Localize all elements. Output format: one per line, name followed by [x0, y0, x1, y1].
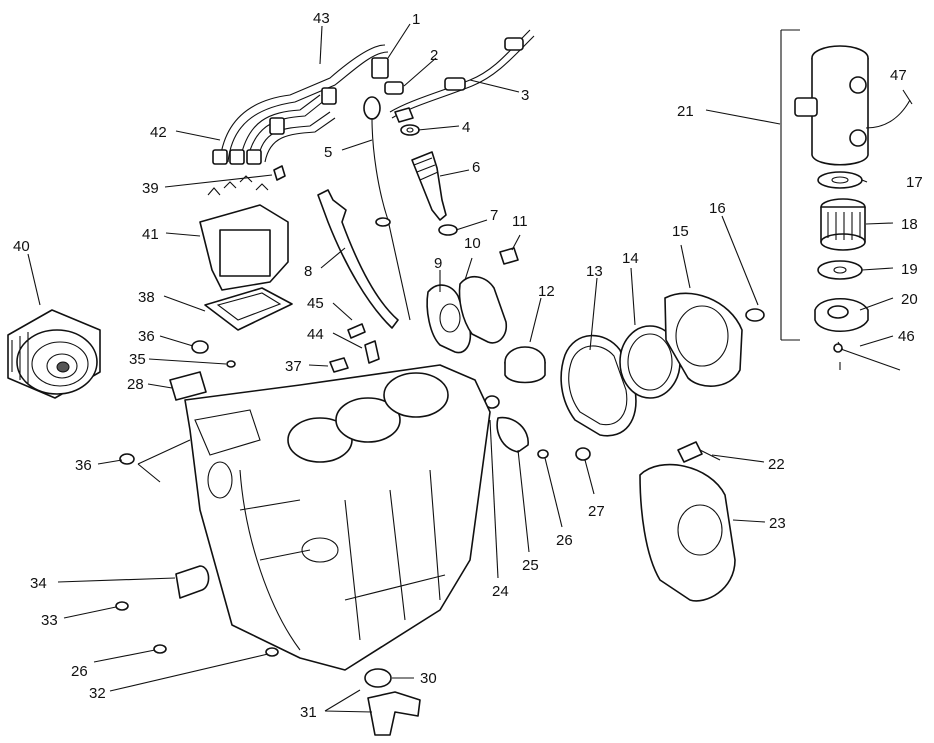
callout-22: 22	[768, 456, 785, 473]
callout-24: 24	[492, 583, 509, 600]
callout-6: 6	[472, 159, 480, 176]
injector-part	[400, 124, 458, 236]
callout-25: 25	[522, 557, 539, 574]
injection-pipes-part	[212, 44, 389, 165]
callout-35: 35	[129, 351, 146, 368]
callout-19: 19	[901, 261, 918, 278]
callout-17: 17	[906, 174, 923, 191]
dipstick-guide-part	[317, 189, 399, 329]
callout-45: 45	[307, 295, 324, 312]
callout-33: 33	[41, 612, 58, 629]
callout-3: 3	[521, 87, 529, 104]
callout-5: 5	[324, 144, 332, 161]
callout-16: 16	[709, 200, 726, 217]
callout-26-left: 26	[71, 663, 88, 680]
callout-9: 9	[434, 255, 442, 272]
callout-1: 1	[412, 11, 420, 28]
callout-13: 13	[586, 263, 603, 280]
callout-4: 4	[462, 119, 470, 136]
callout-23: 23	[769, 515, 786, 532]
front-plate-part	[639, 441, 736, 602]
callout-8: 8	[304, 263, 312, 280]
callout-28: 28	[127, 376, 144, 393]
engine-block-part	[184, 364, 491, 671]
callout-34: 34	[30, 575, 47, 592]
callout-46: 46	[898, 328, 915, 345]
callout-43: 43	[313, 10, 330, 27]
callout-10: 10	[464, 235, 481, 252]
callout-26-right: 26	[556, 532, 573, 549]
callout-36-lower: 36	[75, 457, 92, 474]
callout-32: 32	[89, 685, 106, 702]
callout-21: 21	[677, 103, 694, 120]
callout-12: 12	[538, 283, 555, 300]
callout-42: 42	[150, 124, 167, 141]
cover-plate-part	[426, 247, 519, 354]
parts-drawing	[7, 29, 911, 736]
fuel-pump-part	[794, 45, 911, 371]
rear-seal-part	[504, 292, 765, 437]
callout-27: 27	[588, 503, 605, 520]
callout-39: 39	[142, 180, 159, 197]
callout-31: 31	[300, 704, 317, 721]
small-parts	[115, 165, 591, 736]
callout-47: 47	[890, 67, 907, 84]
callout-11: 11	[512, 213, 528, 230]
callout-20: 20	[901, 291, 918, 308]
callout-36-upper: 36	[138, 328, 155, 345]
injection-pump-part	[199, 175, 293, 331]
callout-30: 30	[420, 670, 437, 687]
dipstick-part	[363, 96, 411, 321]
callout-15: 15	[672, 223, 689, 240]
callout-44: 44	[307, 326, 324, 343]
leader-lines	[27, 23, 913, 713]
callout-labels: 1 2 3 4 5 6 7 8 9 10 11 12 13 14 15 16 1…	[13, 10, 923, 721]
fuel-pipe-part	[384, 29, 535, 123]
callout-38: 38	[138, 289, 155, 306]
callout-40: 40	[13, 238, 30, 255]
oil-filter-part	[7, 309, 101, 399]
callout-7: 7	[490, 207, 498, 224]
callout-41: 41	[142, 226, 159, 243]
callout-37: 37	[285, 358, 302, 375]
callout-14: 14	[622, 250, 639, 267]
callout-2: 2	[430, 47, 438, 64]
callout-18: 18	[901, 216, 918, 233]
